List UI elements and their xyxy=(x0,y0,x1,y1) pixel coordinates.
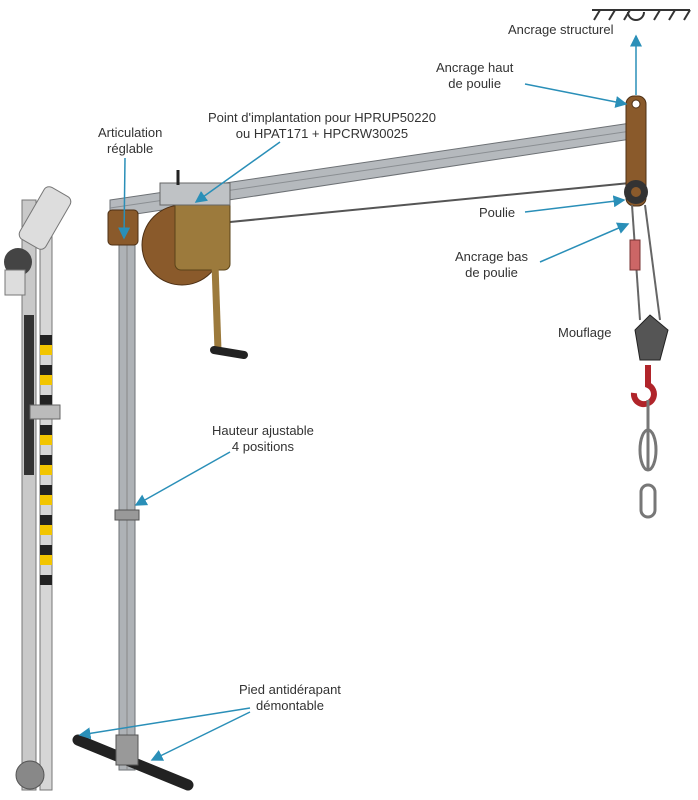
label-adjustable-joint: Articulation réglable xyxy=(98,125,162,157)
vertical-post xyxy=(114,204,140,771)
label-reeving: Mouflage xyxy=(558,325,612,340)
label-structural-anchor: Ancrage structurel xyxy=(508,22,614,37)
pulley xyxy=(624,95,648,207)
label-line: Articulation xyxy=(98,125,163,140)
arrow-height xyxy=(134,451,231,506)
label-adjustable-height: Hauteur ajustable 4 positions xyxy=(212,423,314,455)
label-mounting-point: Point d'implantation pour HPRUP50220 ou … xyxy=(208,110,436,142)
label-line: Point d'implantation pour HPRUP50220 xyxy=(208,110,436,125)
label-line: de poulie xyxy=(465,265,518,280)
label-line: 4 positions xyxy=(231,439,295,454)
rope-and-hook xyxy=(629,204,669,519)
anti-slip-foot xyxy=(72,734,194,791)
arrow-pulley xyxy=(524,195,626,213)
label-anti-slip-foot: Pied antidérapant démontable xyxy=(239,682,341,714)
label-pulley: Poulie xyxy=(479,205,516,220)
structural-anchor-symbol xyxy=(592,9,691,21)
label-line: Hauteur ajustable xyxy=(212,423,314,438)
folded-crane-unit xyxy=(4,186,72,791)
label-line: Ancrage bas xyxy=(455,249,528,264)
arrow-top-anchor xyxy=(524,83,628,108)
arrow-joint xyxy=(118,157,131,240)
label-top-anchor: Ancrage haut de poulie xyxy=(436,60,513,92)
label-bottom-anchor: Ancrage bas de poulie xyxy=(455,249,528,281)
label-line: Pied antidérapant xyxy=(239,682,341,697)
adjustable-joint xyxy=(107,209,139,246)
label-line: réglable xyxy=(107,141,154,156)
arrow-bottom-anchor xyxy=(539,222,630,263)
arrow-mounting-point xyxy=(194,141,281,203)
winch xyxy=(141,170,248,359)
label-line: Ancrage haut xyxy=(436,60,514,75)
label-line: de poulie xyxy=(448,76,502,91)
arrow-foot-right xyxy=(150,711,251,761)
arrow-foot-left xyxy=(78,707,251,740)
label-line: ou HPAT171 + HPCRW30025 xyxy=(235,126,409,141)
label-line: démontable xyxy=(255,698,324,713)
